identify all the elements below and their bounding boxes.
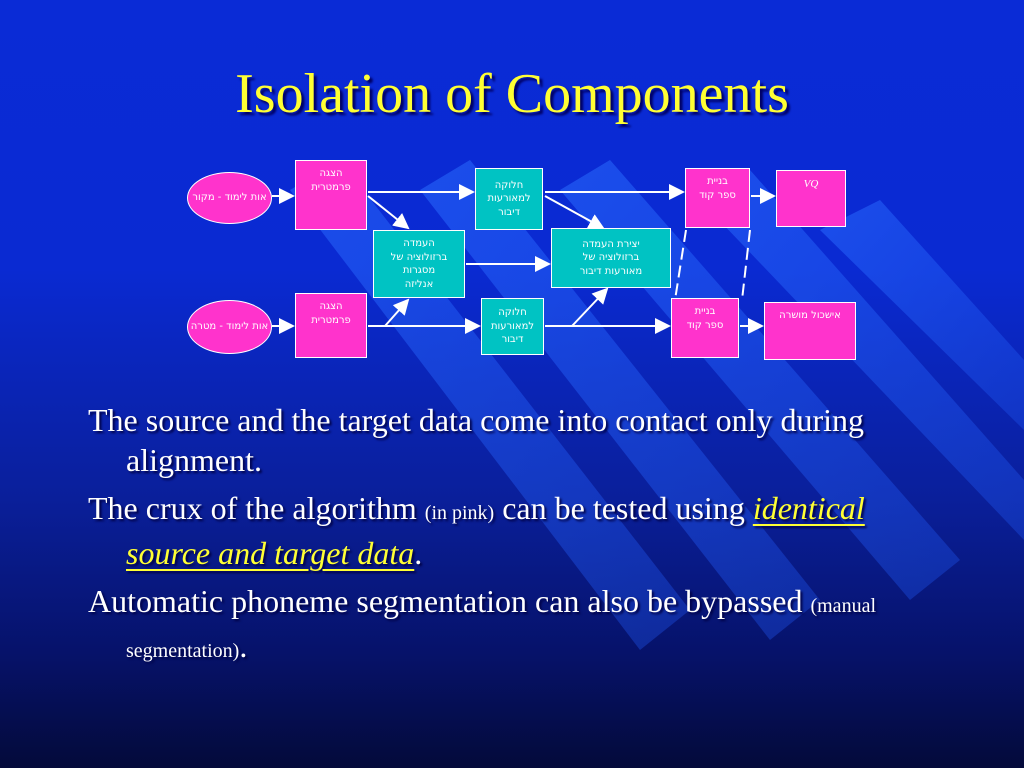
seg-top-node: חלוקה למאורעות דיבור [475, 168, 543, 230]
dashed-link-left [674, 229, 687, 301]
bullet-item: The crux of the algorithm (in pink) can … [88, 488, 948, 573]
bullet-text: The source and the target data come into… [88, 402, 865, 478]
arrow-seg-bottom-to-align-events [571, 287, 609, 327]
bullet-text: can be tested using [494, 490, 753, 526]
slide-title: Isolation of Components [235, 63, 789, 125]
codebook-top-node: בניית ספר קוד [685, 168, 750, 228]
align-events-node: יצירת העמדה ברזולוציה של מאורעות דיבור [551, 228, 671, 288]
dashed-link-right [741, 229, 751, 301]
vq-node: VQ [776, 170, 846, 227]
bullet-note: (in pink) [424, 502, 495, 524]
seg-bottom-node: חלוקה למאורעות דיבור [481, 298, 544, 355]
arrow-param-bottom-to-align [384, 298, 410, 327]
param-top-node: הצגה פרמטרית [295, 160, 367, 230]
bullet-text: . [414, 535, 423, 571]
align-frames-node: העמדה ברזולוציה של מסגרות אנליזה [373, 230, 465, 298]
param-bottom-node: הצגה פרמטרית [295, 293, 367, 358]
arrow-seg-top-to-align-events [544, 195, 605, 229]
bullet-item: Automatic phoneme segmentation can also … [88, 581, 948, 671]
source-input-node: אות לימוד - מקור [187, 172, 272, 224]
highlighted-phrase: identical source and target data [126, 490, 865, 571]
arrow-param-to-align [367, 195, 410, 230]
bullet-item: The source and the target data come into… [88, 400, 948, 480]
bullet-text: . [239, 628, 248, 664]
bullet-list: The source and the target data come into… [88, 400, 948, 679]
codebook-bottom-node: בניית ספר קוד [671, 298, 739, 358]
bullet-text: Automatic phoneme segmentation can also … [88, 583, 811, 619]
supervised-clustering-node: אישכול מושרה [764, 302, 856, 360]
bullet-text: The crux of the algorithm [88, 490, 425, 526]
bullet-note: (manual segmentation) [126, 595, 876, 662]
target-input-node: אות לימוד - מטרה [187, 300, 272, 354]
